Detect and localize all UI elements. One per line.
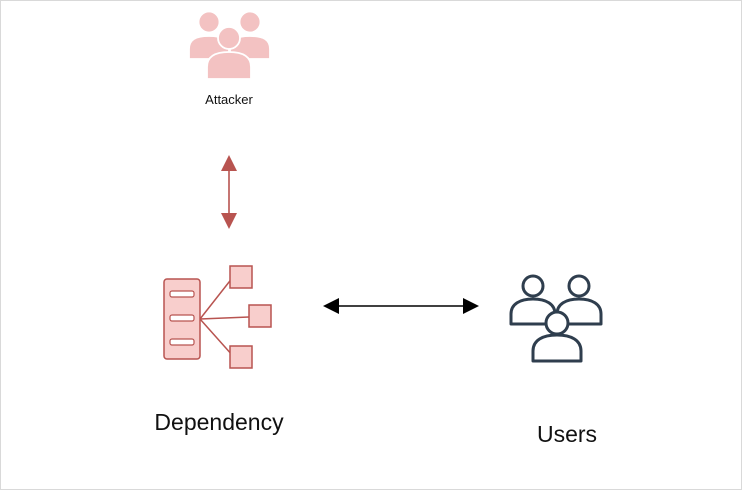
attacker-group-icon: [188, 10, 271, 80]
dependency-server-tree-icon: [163, 265, 272, 369]
dependency-label: Dependency: [154, 409, 284, 435]
users-outline-icon: [509, 274, 603, 363]
users-label: Users: [536, 421, 598, 447]
attacker-label: Attacker: [205, 92, 253, 107]
